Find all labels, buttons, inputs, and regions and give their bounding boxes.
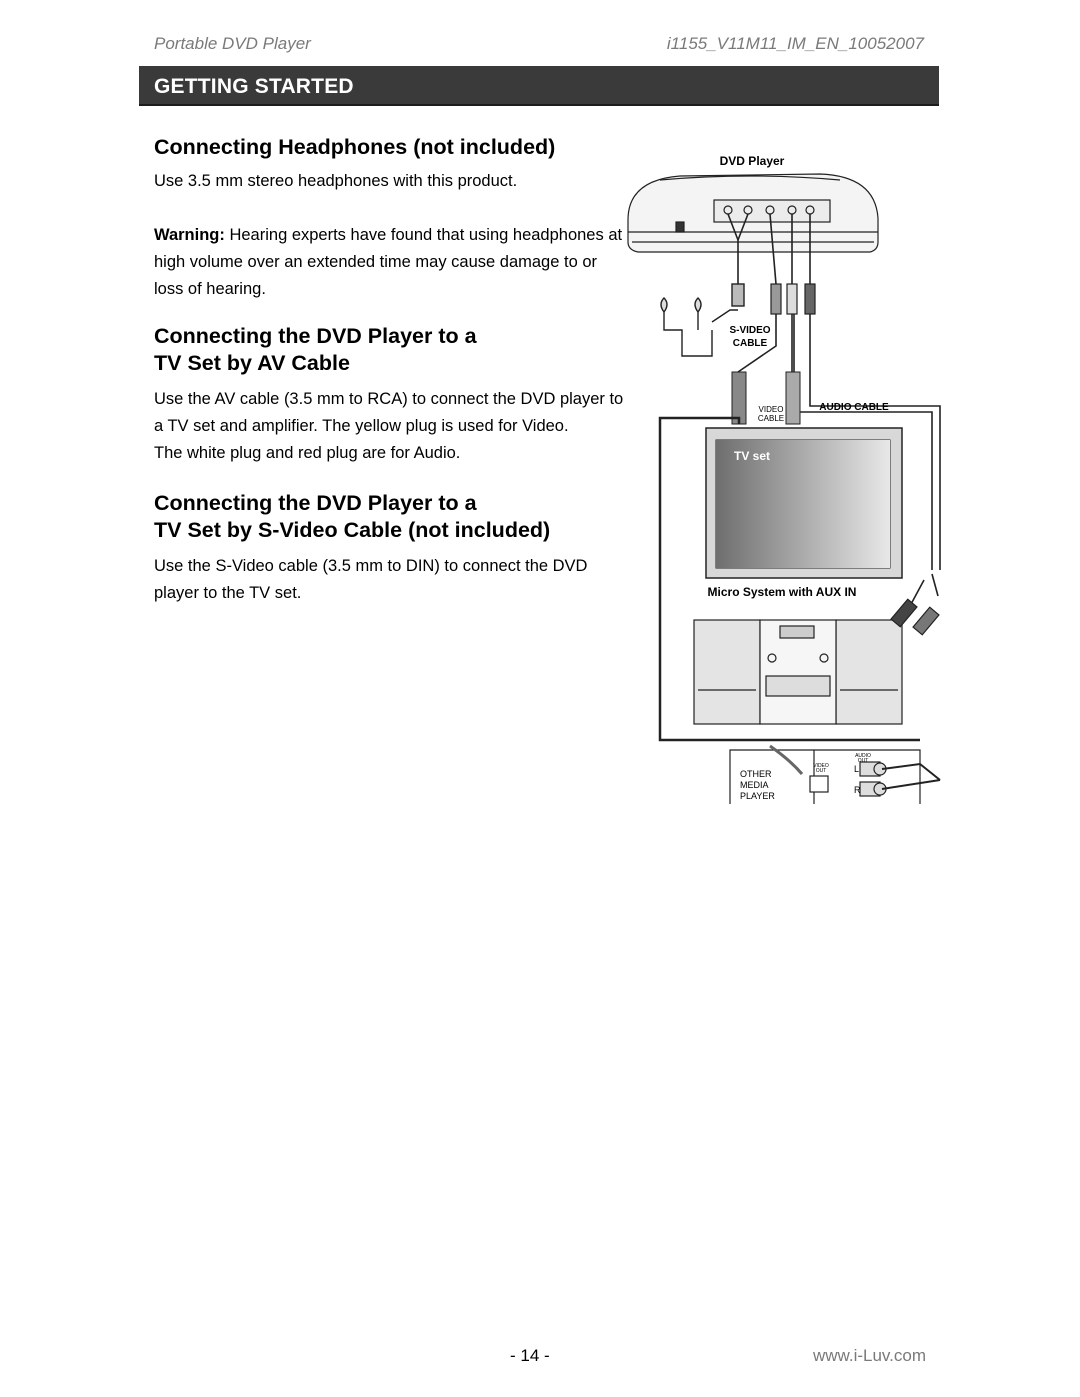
tv-set-label: TV set	[734, 449, 770, 463]
cable-lines	[727, 213, 811, 285]
text-column: Connecting Headphones (not included) Use…	[154, 134, 624, 607]
svideo-route-line	[658, 416, 920, 742]
port-audio-label-2: OUT	[858, 758, 869, 764]
other-media-player-illustration	[729, 744, 941, 804]
warning-label: Warning:	[154, 226, 225, 244]
headphones-body: Use 3.5 mm stereo headphones with this p…	[154, 172, 518, 190]
av-cable-heading-line2: TV Set by AV Cable	[154, 351, 350, 375]
port-video-label-1: VIDEO	[813, 763, 829, 769]
port-r-label: R	[854, 785, 861, 795]
aux-rca-plugs	[890, 573, 940, 636]
other-media-label-3: PLAYER	[740, 791, 775, 801]
av-cable-heading-line1: Connecting the DVD Player to a	[154, 324, 477, 348]
rca-plugs	[770, 283, 816, 315]
audio-cable-label: AUDIO CABLE	[819, 402, 889, 413]
port-audio-label-1: AUDIO	[855, 753, 871, 759]
micro-system-label: Micro System with AUX IN	[708, 585, 857, 599]
warning-text: Hearing experts have found that using he…	[154, 226, 623, 298]
micro-system-illustration	[693, 619, 903, 725]
connection-diagram: DVD Player	[620, 150, 960, 810]
tv-set-illustration	[705, 427, 903, 579]
svideo-body: Use the S-Video cable (3.5 mm to DIN) to…	[154, 557, 588, 602]
video-cable-label: VIDEO	[759, 405, 784, 414]
svideo-heading-line1: Connecting the DVD Player to a	[154, 491, 477, 515]
svideo-cable-label-2: CABLE	[733, 338, 768, 349]
headphones-warning: Warning: Hearing experts have found that…	[154, 222, 624, 303]
av-cable-body: Use the AV cable (3.5 mm to RCA) to conn…	[154, 390, 624, 435]
svideo-cable-label: S-VIDEO	[729, 325, 770, 336]
video-plug	[785, 371, 801, 425]
dvd-player-illustration	[627, 173, 879, 253]
section-title-bar: GETTING STARTED	[139, 66, 939, 106]
other-media-label-2: MEDIA	[740, 780, 769, 790]
port-video-label-2: OUT	[816, 768, 827, 774]
other-media-label-1: OTHER	[740, 769, 772, 779]
dvd-player-label: DVD Player	[720, 154, 785, 168]
av-cable-audio-note: The white plug and red plug are for Audi…	[154, 444, 461, 462]
svideo-plug	[731, 371, 747, 425]
headphones-icon	[660, 283, 745, 357]
headphones-heading: Connecting Headphones (not included)	[154, 135, 556, 159]
header-document-id: i1155_V11M11_IM_EN_10052007	[666, 34, 924, 53]
section-title: GETTING STARTED	[154, 75, 354, 98]
website-link[interactable]: www.i-Luv.com	[812, 1346, 926, 1365]
header-product-name: Portable DVD Player	[154, 34, 311, 53]
av-cable-lines	[737, 314, 941, 570]
page-number: - 14 -	[510, 1346, 550, 1365]
port-l-label: L	[854, 764, 859, 774]
video-cable-label-2: CABLE	[758, 414, 784, 423]
svideo-heading-line2: TV Set by S-Video Cable (not included)	[154, 518, 551, 542]
